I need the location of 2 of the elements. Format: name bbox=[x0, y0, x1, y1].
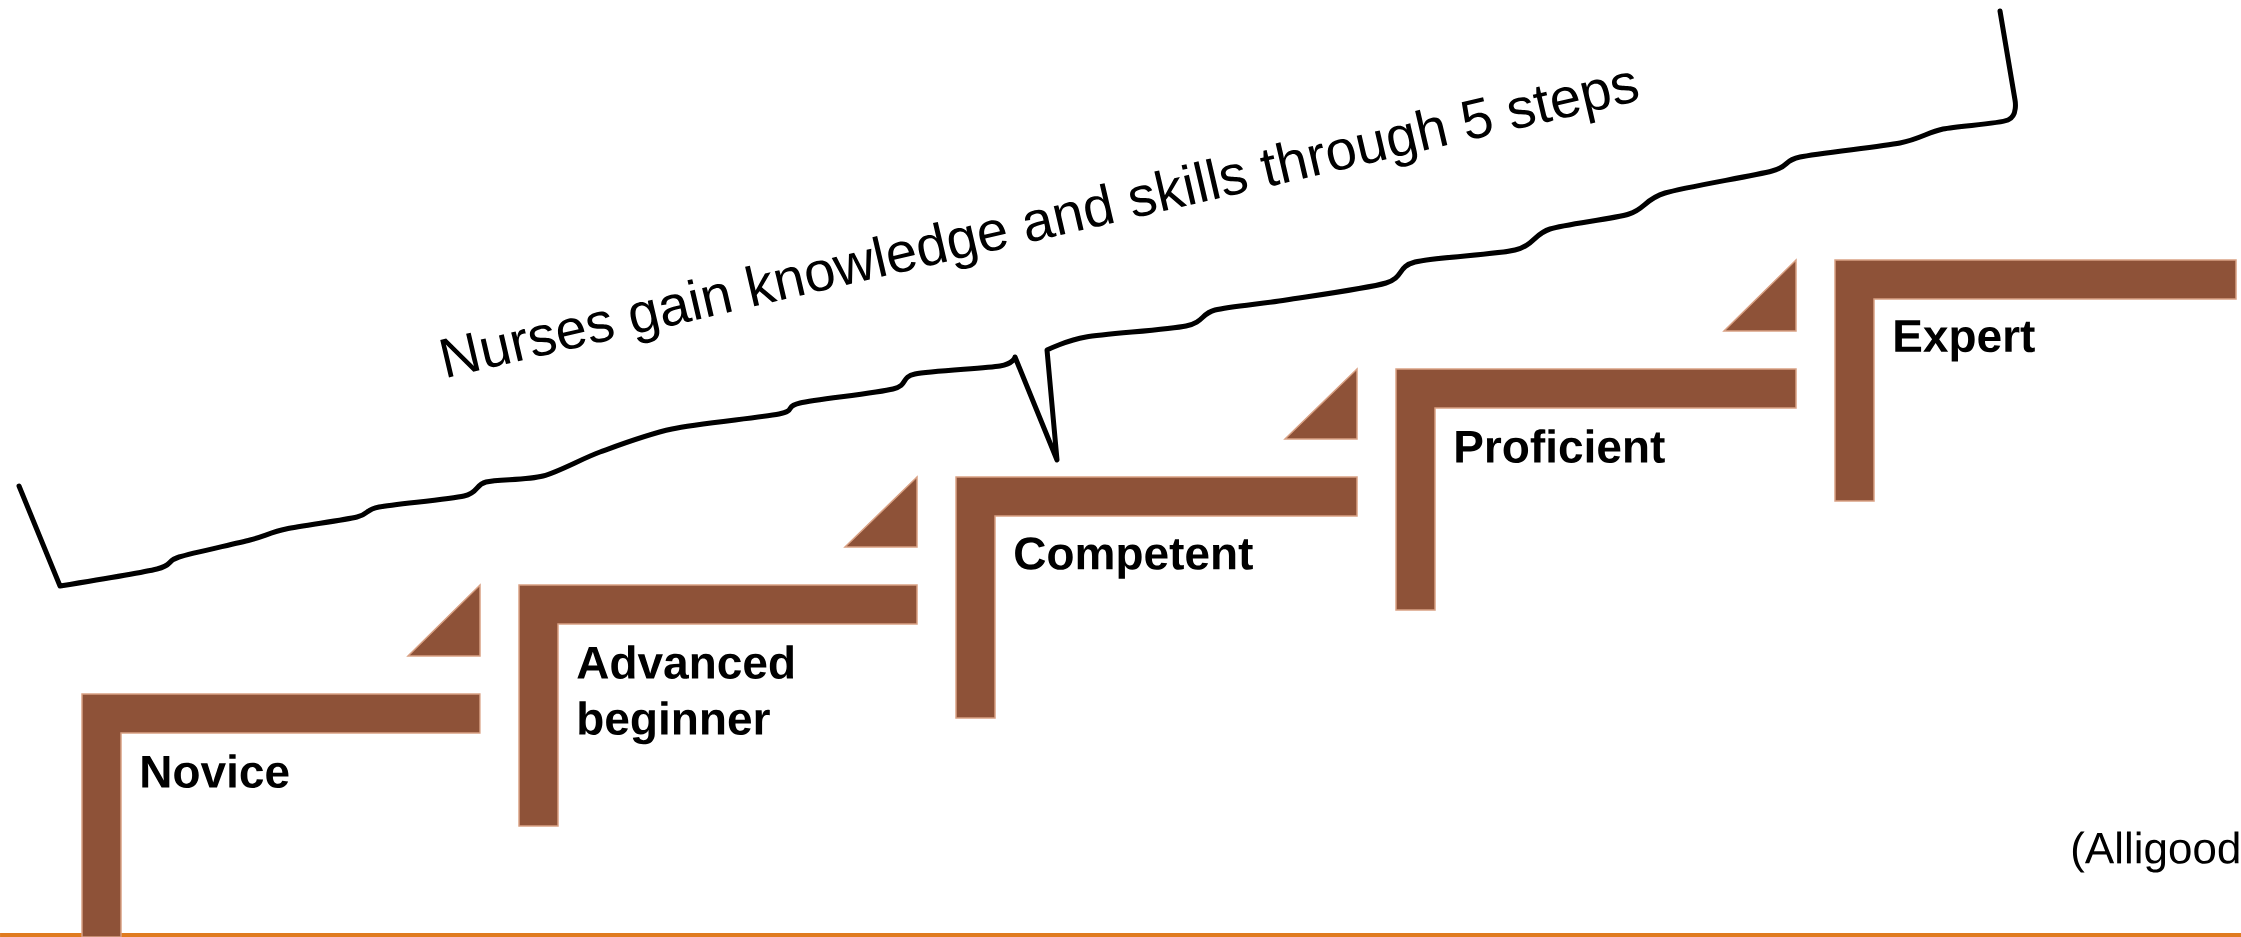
step: Novice bbox=[81, 693, 481, 937]
citation: (Alligood bbox=[2072, 831, 2239, 873]
